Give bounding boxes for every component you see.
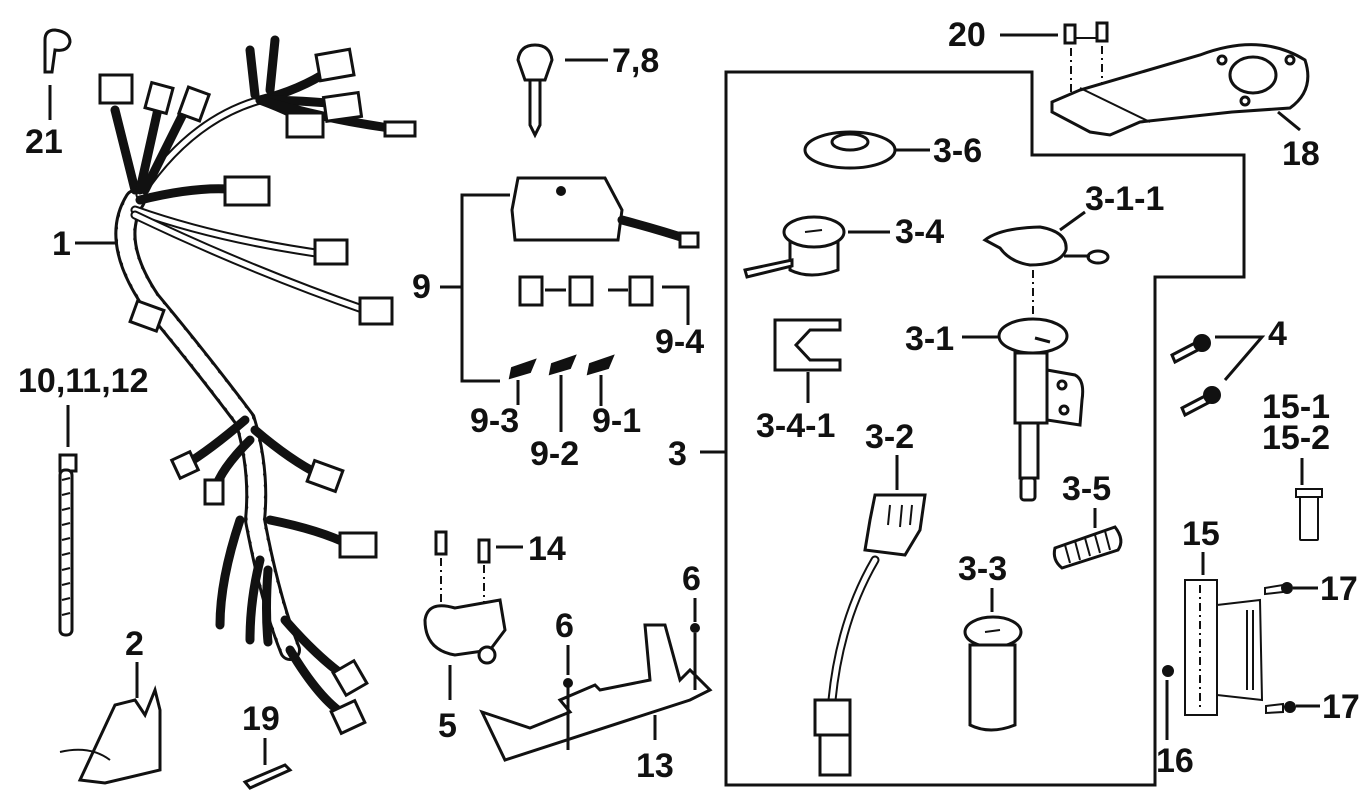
callout-19: 19 xyxy=(242,700,280,738)
callout-15: 15 xyxy=(1182,515,1220,553)
callout-2: 2 xyxy=(125,625,144,663)
callout-21: 21 xyxy=(25,123,63,161)
part-3-lock-set: 3 3-6 3-4 3-4-1 3-1-1 3-1 xyxy=(668,70,1246,787)
part-13-bracket: 6 6 13 xyxy=(479,560,713,785)
callout-15-2: 15-2 xyxy=(1262,419,1330,457)
callout-3-5: 3-5 xyxy=(1062,470,1111,508)
callout-3-1-1: 3-1-1 xyxy=(1085,180,1164,218)
callout-3-6: 3-6 xyxy=(933,132,982,170)
part-1-wire-harness: 1 xyxy=(52,35,417,736)
callout-3-3: 3-3 xyxy=(958,550,1007,588)
callout-3-4-1: 3-4-1 xyxy=(756,407,835,445)
callout-3: 3 xyxy=(668,435,687,473)
callout-3-1: 3-1 xyxy=(905,320,954,358)
callout-5: 5 xyxy=(438,707,457,745)
part-19-pin: 19 xyxy=(242,700,293,790)
callout-3-4: 3-4 xyxy=(895,213,944,251)
part-15-socket: 15-1 15-2 15 16 17 17 xyxy=(1156,388,1360,780)
callout-1: 1 xyxy=(52,225,71,263)
callout-13: 13 xyxy=(636,747,674,785)
callout-18: 18 xyxy=(1282,135,1320,173)
part-21-clamp: 21 xyxy=(25,28,72,161)
callout-6b: 6 xyxy=(682,560,701,598)
callout-4: 4 xyxy=(1268,315,1287,353)
callout-6a: 6 xyxy=(555,607,574,645)
callout-9-4: 9-4 xyxy=(655,323,704,361)
callout-17b: 17 xyxy=(1322,688,1360,726)
callout-3-2: 3-2 xyxy=(865,418,914,456)
part-2-bracket: 2 xyxy=(59,625,162,785)
callout-9-2: 9-2 xyxy=(530,435,579,473)
part-4-bolts: 4 xyxy=(1170,315,1287,418)
callout-16: 16 xyxy=(1156,742,1194,780)
callout-20: 20 xyxy=(948,16,986,54)
callout-17a: 17 xyxy=(1320,570,1358,608)
part-10-11-12-cable-tie: 10,11,12 xyxy=(18,362,148,637)
part-7-8-key: 7,8 xyxy=(516,42,659,139)
part-5-sensor: 14 5 xyxy=(423,530,566,745)
callout-9-1: 9-1 xyxy=(592,402,641,440)
part-9-fuse-box: 9 9-4 9-3 9-2 9-1 xyxy=(412,176,704,473)
part-18-bracket: 20 18 xyxy=(948,16,1320,173)
callout-14: 14 xyxy=(528,530,566,568)
callout-9-3: 9-3 xyxy=(470,402,519,440)
callout-7-8: 7,8 xyxy=(612,42,659,80)
callout-9: 9 xyxy=(412,268,431,306)
callout-10-11-12: 10,11,12 xyxy=(18,362,148,400)
callout-15-1: 15-1 xyxy=(1262,388,1330,426)
